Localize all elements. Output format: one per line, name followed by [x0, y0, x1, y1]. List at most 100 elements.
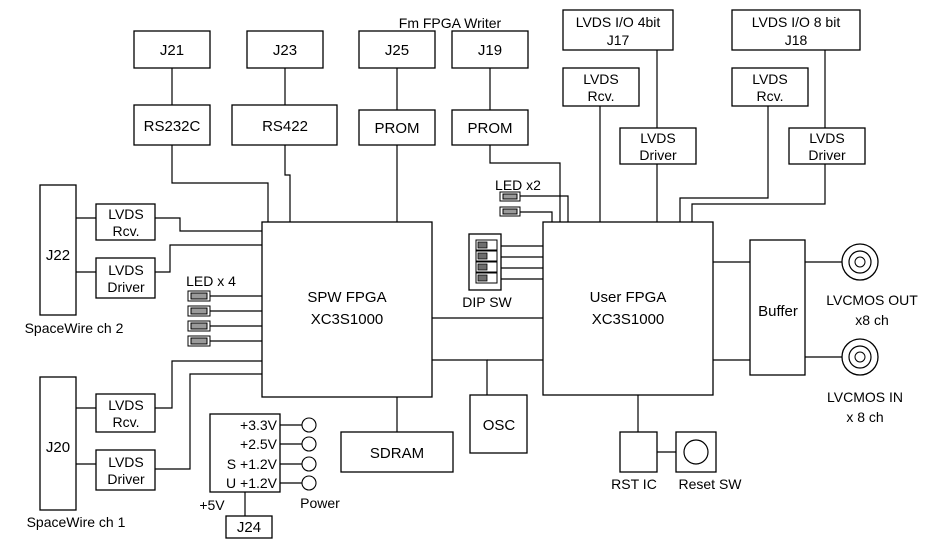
sdram: SDRAM — [340, 431, 454, 473]
label-buffer: Buffer — [758, 303, 798, 320]
connector-j22: J22 — [39, 184, 77, 316]
power-testpoint-icon — [301, 475, 317, 491]
label-rcv: Rcv. — [113, 223, 140, 239]
connector-j20: J20 — [39, 376, 77, 511]
label-driver: Driver — [808, 147, 846, 163]
label-lvcmos-in-ch: x 8 ch — [846, 409, 883, 425]
connector-j25: J25 — [358, 30, 436, 69]
label-rs232c: RS232C — [144, 118, 201, 135]
lvds-rcv-j20: LVDS Rcv. — [95, 393, 156, 433]
led-x4-group — [187, 290, 211, 347]
led-indicator — [190, 322, 208, 330]
label-power: Power — [300, 495, 340, 511]
wire-j18-driver-b — [691, 164, 826, 222]
power-regulator-block: +3.3V +2.5V S +1.2V U +1.2V — [209, 413, 281, 493]
label-plus5v: +5V — [199, 497, 225, 513]
lvds-rcv-j18: LVDS Rcv. — [731, 67, 809, 107]
dip-switch — [468, 233, 502, 291]
wire-j18-rcv — [679, 106, 769, 222]
label-j21: J21 — [160, 42, 184, 59]
label-spw-fpga-part: XC3S1000 — [311, 311, 384, 328]
label-spacewire-ch1: SpaceWire ch 1 — [27, 514, 126, 530]
buffer: Buffer — [749, 239, 806, 376]
wire-led2-a — [520, 195, 569, 222]
label-driver: Driver — [639, 147, 677, 163]
label-rcv: Rcv. — [113, 414, 140, 430]
led-indicator — [190, 307, 208, 315]
wire-rcv-spw-bottom — [155, 360, 262, 409]
coax-in-connector — [841, 338, 879, 376]
chip-prom-spw: PROM — [358, 109, 436, 146]
connector-j23: J23 — [246, 30, 324, 69]
connector-j21: J21 — [133, 30, 211, 69]
label-j18: J18 — [785, 32, 808, 48]
reset-switch — [675, 431, 717, 473]
wire-prom-user — [489, 145, 561, 222]
coax-out-connector — [841, 243, 879, 281]
label-lvds: LVDS — [108, 206, 144, 222]
led-indicator — [502, 193, 518, 200]
connector-j19: J19 — [451, 30, 529, 69]
label-lvds-io-8bit: LVDS I/O 8 bit — [752, 14, 841, 30]
wire-rcv-spw-top — [155, 217, 262, 232]
label-prom-spw: PROM — [375, 120, 420, 137]
label-driver: Driver — [107, 279, 145, 295]
label-s12: S +1.2V — [227, 456, 278, 472]
label-lvds: LVDS — [809, 130, 845, 146]
label-lvds: LVDS — [108, 454, 144, 470]
label-j17: J17 — [607, 32, 630, 48]
label-lvds: LVDS — [108, 262, 144, 278]
label-lvds-io-4bit: LVDS I/O 4bit — [576, 14, 661, 30]
label-reset-sw: Reset SW — [678, 476, 742, 492]
label-lvds: LVDS — [640, 130, 676, 146]
user-fpga: User FPGA XC3S1000 — [542, 221, 714, 396]
label-driver: Driver — [107, 471, 145, 487]
label-rcv: Rcv. — [588, 88, 615, 104]
label-user-fpga-part: XC3S1000 — [592, 311, 665, 328]
label-spw-fpga: SPW FPGA — [307, 289, 386, 306]
label-lvds: LVDS — [583, 71, 619, 87]
wires — [76, 50, 842, 516]
label-j23: J23 — [273, 42, 297, 59]
label-v25: +2.5V — [240, 436, 278, 452]
lvds-rcv-j17: LVDS Rcv. — [562, 67, 640, 107]
osc: OSC — [469, 394, 528, 454]
lvds-rcv-j22: LVDS Rcv. — [95, 203, 156, 241]
label-lvcmos-out-ch: x8 ch — [855, 312, 888, 328]
wire-driver-spw-bottom — [155, 373, 262, 470]
led-indicator — [190, 337, 208, 345]
power-test-points — [301, 417, 317, 491]
label-rst-ic: RST IC — [611, 476, 657, 492]
label-rs422: RS422 — [262, 118, 308, 135]
label-dip-sw: DIP SW — [462, 294, 512, 310]
wire-rs232c-spw — [171, 145, 269, 222]
lvds-driver-j18: LVDS Driver — [788, 127, 866, 165]
label-spacewire-ch2: SpaceWire ch 2 — [25, 320, 124, 336]
wire-led2-b — [520, 211, 553, 222]
power-testpoint-icon — [301, 417, 317, 433]
label-fm-fpga-writer: Fm FPGA Writer — [399, 15, 502, 31]
wire-osc-spw — [432, 359, 488, 395]
label-osc: OSC — [483, 417, 516, 434]
label-j19: J19 — [478, 42, 502, 59]
spw-fpga: SPW FPGA XC3S1000 — [261, 221, 433, 398]
label-u12: U +1.2V — [226, 475, 278, 491]
chip-rs232c: RS232C — [133, 104, 211, 146]
label-j24: J24 — [237, 519, 261, 536]
label-sdram: SDRAM — [370, 445, 424, 462]
label-user-fpga: User FPGA — [590, 289, 667, 306]
led-x2-group — [499, 191, 521, 217]
led-indicator — [502, 208, 518, 215]
label-led-x4: LED x 4 — [186, 273, 236, 289]
lvds-driver-j20: LVDS Driver — [95, 449, 156, 491]
label-j20: J20 — [46, 439, 70, 456]
label-lvcmos-out: LVCMOS OUT — [826, 292, 918, 308]
chip-rs422: RS422 — [231, 104, 338, 146]
led-indicator — [190, 292, 208, 300]
label-rcv: Rcv. — [757, 88, 784, 104]
chip-prom-user: PROM — [451, 109, 529, 146]
label-led-x2: LED x2 — [495, 177, 541, 193]
connector-j18: LVDS I/O 8 bit J18 — [731, 9, 861, 51]
